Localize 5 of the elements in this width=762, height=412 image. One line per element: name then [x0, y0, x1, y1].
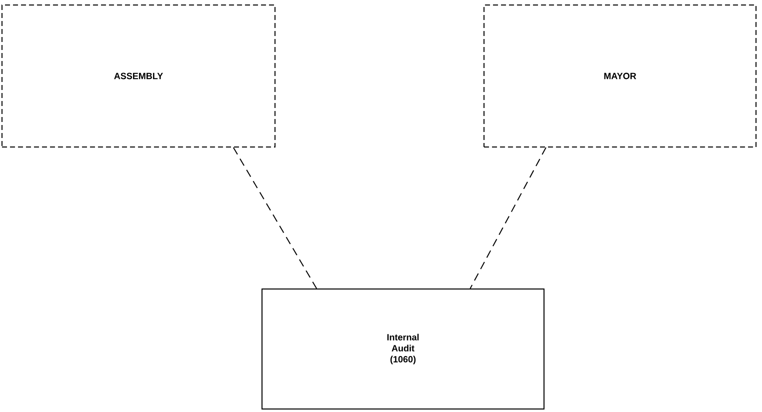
- dashed-box: MAYOR: [484, 4, 756, 148]
- connector-line: [470, 147, 546, 289]
- connector-line: [232, 147, 318, 289]
- process-box: Internal Audit (1060): [262, 288, 544, 410]
- dashed-box: ASSEMBLY: [2, 4, 276, 148]
